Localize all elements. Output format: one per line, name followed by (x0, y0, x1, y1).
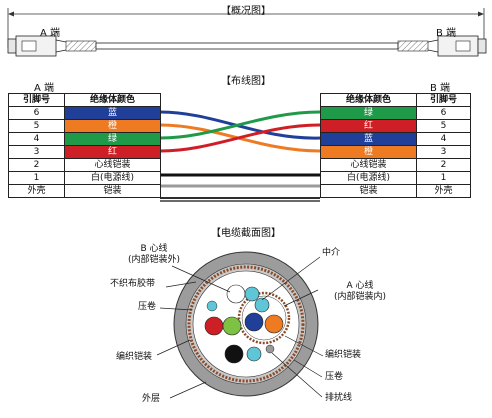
table-row: 绿 6 (320, 106, 471, 120)
label-wrap-left: 压卷 (138, 302, 157, 312)
wiring-lines (159, 110, 321, 202)
label-filler: 中介 (322, 248, 341, 258)
pin-number: 2 (416, 158, 471, 172)
wiring-end-b-label: B 端 (430, 83, 451, 94)
label-drain-wire: 排扰线 (325, 393, 353, 403)
dimension-arrow-right (478, 11, 484, 17)
table-row: 外壳 铠装 (8, 184, 161, 198)
filler-top (244, 286, 260, 302)
header-pin: 引脚号 (416, 93, 471, 107)
cross-section-title: 【电缆截面图】 (211, 228, 281, 239)
label-b-core: B 心线 (内部铠装外) (122, 244, 186, 266)
core-orange (264, 314, 284, 334)
insulation-color: 蓝 (64, 106, 161, 120)
leader-lines (156, 256, 324, 399)
table-row: 2 心线铠装 (8, 158, 161, 172)
insulation-color: 橙 (64, 119, 161, 133)
insulation-color: 红 (64, 145, 161, 159)
label-braid-left: 编织铠装 (116, 352, 153, 362)
table-row: 橙 3 (320, 145, 471, 159)
insulation-color: 白(电源线) (64, 171, 161, 185)
connector-b (397, 35, 487, 57)
pin-number: 5 (8, 119, 65, 133)
insulation-color: 橙 (320, 145, 417, 159)
label-b-core-main: B 心线 (140, 244, 168, 254)
pin-number: 3 (416, 145, 471, 159)
label-b-core-sub: (内部铠装外) (127, 255, 181, 265)
insulation-color: 红 (320, 119, 417, 133)
table-row: 6 蓝 (8, 106, 161, 120)
pin-number: 外壳 (8, 184, 65, 198)
wiring-end-a-label: A 端 (34, 83, 55, 94)
insulation-color: 绿 (64, 132, 161, 146)
wire-red (159, 123, 321, 153)
label-braid-right: 编织铠装 (325, 350, 362, 360)
label-a-core-main: A 心线 (346, 281, 374, 291)
insulation-color: 铠装 (64, 184, 161, 198)
header-pin: 引脚号 (8, 93, 65, 107)
table-row: 红 5 (320, 119, 471, 133)
pin-number: 4 (8, 132, 65, 146)
insulation-color: 绿 (320, 106, 417, 120)
insulation-color: 蓝 (320, 132, 417, 146)
insulation-color: 铠装 (320, 184, 417, 198)
table-row: 心线铠装 2 (320, 158, 471, 172)
insulation-color: 心线铠装 (64, 158, 161, 172)
pin-number: 外壳 (416, 184, 471, 198)
header-color: 绝缘体颜色 (64, 93, 161, 107)
dimension-arrow-left (8, 11, 14, 17)
table-header-row: 引脚号 绝缘体颜色 (8, 93, 161, 107)
header-color: 绝缘体颜色 (320, 93, 417, 107)
overview-end-b-label: B 端 (436, 28, 457, 39)
insulation-color: 白(电源线) (320, 171, 417, 185)
wiring-title: 【布线图】 (221, 76, 271, 87)
label-a-core-sub: (内部铠装内) (333, 292, 387, 302)
pin-number: 6 (8, 106, 65, 120)
braid-shield-outer (187, 265, 305, 383)
table-row: 白(电源线) 1 (320, 171, 471, 185)
wire-green (159, 110, 321, 140)
table-row: 铠装 外壳 (320, 184, 471, 198)
label-wrap-right: 压卷 (325, 372, 344, 382)
core-blue (244, 312, 264, 332)
filler-inner (254, 297, 270, 313)
label-nonwoven-tape: 不织布胶带 (110, 279, 156, 289)
core-green (222, 316, 242, 336)
drain-wire (265, 344, 275, 354)
pin-number: 1 (8, 171, 65, 185)
pin-number: 1 (416, 171, 471, 185)
label-outer-layer: 外层 (142, 394, 161, 404)
table-header-row: 绝缘体颜色 引脚号 (320, 93, 471, 107)
pin-number: 4 (416, 132, 471, 146)
core-red (204, 316, 224, 336)
overview-end-a-label: A 端 (40, 28, 61, 39)
pin-table-a: 引脚号 绝缘体颜色 6 蓝 5 橙 4 绿 3 红 2 心线铠装 1 白(电源线… (8, 93, 161, 198)
pin-number: 6 (416, 106, 471, 120)
core-white-power (226, 284, 246, 304)
table-row: 4 绿 (8, 132, 161, 146)
label-a-core: A 心线 (内部铠装内) (320, 281, 400, 303)
braid-shield-inner (237, 291, 291, 345)
table-row: 3 红 (8, 145, 161, 159)
filler-bottom (246, 346, 262, 362)
core-black (224, 344, 244, 364)
connector-a (7, 35, 97, 57)
pin-number: 2 (8, 158, 65, 172)
pin-table-b: 绝缘体颜色 引脚号 绿 6 红 5 蓝 4 橙 3 心线铠装 2 白(电源线) … (320, 93, 471, 198)
cable-cross-section (173, 251, 319, 397)
table-row: 1 白(电源线) (8, 171, 161, 185)
table-row: 5 橙 (8, 119, 161, 133)
overview-title: 【概况图】 (221, 6, 271, 17)
insulation-color: 心线铠装 (320, 158, 417, 172)
pin-number: 3 (8, 145, 65, 159)
cable-body (95, 42, 399, 50)
pin-number: 5 (416, 119, 471, 133)
table-row: 蓝 4 (320, 132, 471, 146)
